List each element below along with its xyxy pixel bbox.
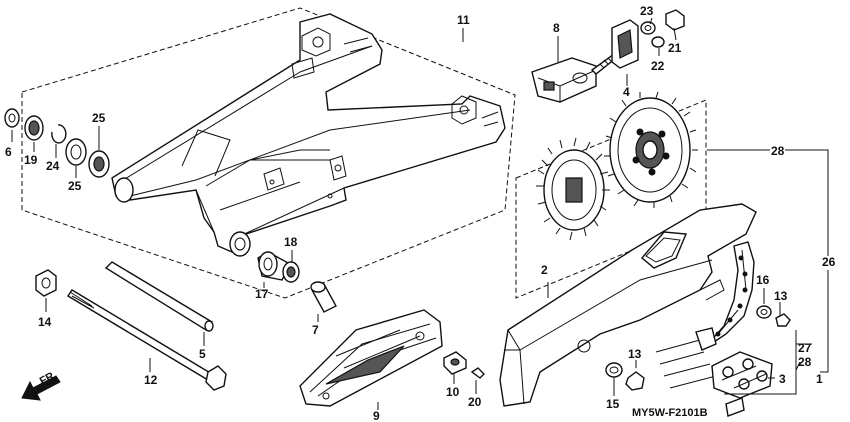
washer-23 — [640, 21, 656, 35]
pivot-tube-end — [114, 177, 134, 203]
chain-slider — [299, 309, 443, 407]
bolt-13-upper — [775, 313, 791, 327]
callout-14: 14 — [38, 315, 52, 329]
direction-label: FR. — [38, 369, 59, 388]
callout-2: 2 — [541, 263, 548, 277]
right-pivot-bearings — [257, 251, 300, 283]
sprocket-group — [515, 91, 707, 299]
chain-slider-9 — [299, 309, 443, 407]
nut-21 — [665, 9, 685, 31]
callout-23: 23 — [640, 4, 654, 18]
callout-11: 11 — [457, 13, 470, 27]
callout-25-upper: 25 — [92, 111, 106, 125]
callout-13-lower: 13 — [628, 347, 642, 361]
left-pivot-bearings — [4, 108, 110, 178]
swingarm-group — [21, 7, 516, 299]
callout-20: 20 — [468, 395, 482, 409]
drive-chain — [655, 241, 755, 389]
swingarm-group-outline — [21, 7, 516, 299]
callout-12: 12 — [144, 373, 158, 387]
callout-18: 18 — [284, 235, 298, 249]
callout-3: 3 — [779, 372, 786, 386]
callout-8: 8 — [553, 21, 560, 35]
callout-4: 4 — [623, 85, 630, 99]
master-link-kit — [711, 351, 773, 417]
collar-16 — [756, 305, 772, 319]
callout-15: 15 — [606, 397, 620, 411]
callout-19: 19 — [24, 153, 38, 167]
collar-15 — [605, 362, 623, 378]
pivot-bolt-12 — [67, 289, 213, 381]
adjuster-plate-8 — [531, 57, 597, 103]
callout-17: 17 — [255, 287, 269, 301]
callout-22: 22 — [651, 59, 665, 73]
callout-10: 10 — [446, 385, 460, 399]
callout-21: 21 — [668, 41, 682, 55]
collar-6 — [4, 108, 20, 128]
bolt-13-lower — [625, 371, 645, 391]
nut-14 — [35, 269, 57, 297]
callout-24: 24 — [46, 159, 60, 173]
driven-sprocket — [604, 91, 698, 208]
front-direction-arrow: FR. — [21, 369, 61, 401]
callout-7: 7 — [312, 323, 319, 337]
fasteners-10-20 — [443, 351, 485, 379]
chain-case-2 — [499, 203, 757, 407]
callout-28-lower: 28 — [798, 355, 812, 369]
washer-22 — [651, 36, 665, 48]
drive-sprocket — [536, 137, 610, 241]
callout-26: 26 — [822, 255, 836, 269]
leader-lines — [11, 17, 829, 410]
callout-27: 27 — [798, 341, 812, 355]
pivot-tube-end-right — [229, 231, 251, 257]
chain-tag — [725, 397, 745, 417]
callout-9: 9 — [373, 409, 380, 422]
callout-1: 1 — [816, 372, 823, 386]
chain-adjuster — [531, 9, 685, 103]
pivot-parts — [35, 261, 337, 391]
master-link-3 — [711, 351, 773, 399]
chain-case-hardware — [605, 305, 791, 391]
screw-20 — [470, 367, 485, 379]
callout-5: 5 — [199, 347, 206, 361]
diagram-code: MY5W-F2101B — [632, 407, 708, 419]
callout-numbers: 11 8 4 23 21 22 28 26 6 19 24 25 25 18 1… — [5, 4, 836, 422]
callout-6: 6 — [5, 145, 12, 159]
callout-16: 16 — [756, 273, 770, 287]
callout-13-upper: 13 — [774, 289, 788, 303]
chain-case — [499, 203, 757, 407]
bearing-25-left — [65, 138, 87, 166]
callout-25-lower: 25 — [68, 179, 82, 193]
circlip-24 — [51, 124, 67, 144]
callout-28-upper: 28 — [771, 144, 785, 158]
arrow-icon — [21, 375, 61, 401]
swingarm — [111, 13, 506, 253]
